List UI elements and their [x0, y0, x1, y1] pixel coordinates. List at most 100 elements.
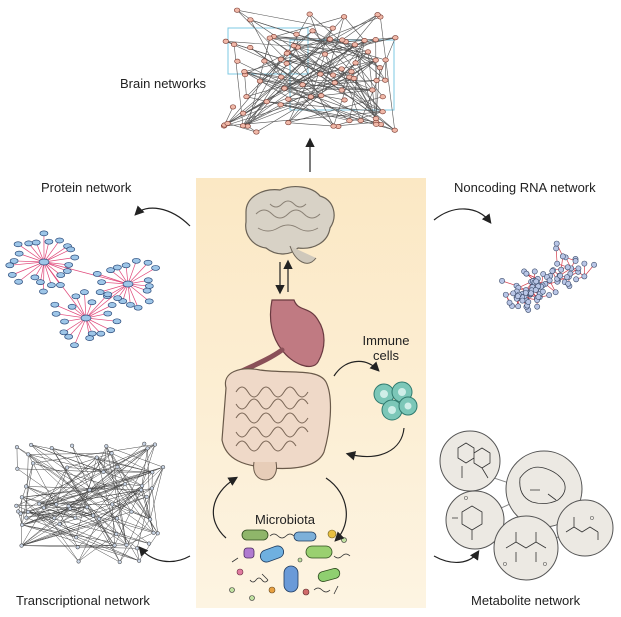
protein-network-node — [121, 262, 131, 269]
brain-network-node — [340, 14, 348, 20]
protein-network-node — [59, 329, 69, 336]
protein-network-node — [85, 335, 95, 341]
rna-network-node — [552, 289, 559, 296]
protein-network-node — [70, 342, 79, 349]
transcriptional-network-node — [115, 464, 120, 469]
transcriptional-network-node — [112, 543, 117, 548]
metabolite-structures: O O O O — [439, 430, 614, 581]
transcriptional-network-node — [20, 522, 25, 527]
brain-network-node — [373, 121, 380, 127]
transcriptional-network-node — [114, 531, 119, 537]
brain-network-node — [376, 65, 384, 71]
rna-network-node — [567, 270, 574, 277]
protein-network-node — [9, 258, 19, 264]
brain-organ — [245, 186, 335, 264]
transcriptional-network-node — [76, 559, 81, 564]
transcriptional-network-node — [151, 530, 156, 535]
brain-network-node — [307, 94, 314, 100]
transcriptional-network-node — [65, 465, 70, 470]
protein-network-node — [14, 278, 23, 285]
protein-network-node — [47, 282, 56, 288]
rna-network-node — [514, 293, 521, 300]
brain-network-node — [285, 96, 292, 102]
protein-network-node — [143, 277, 153, 284]
rna-network-node — [515, 303, 522, 310]
rna-network-node — [546, 277, 553, 284]
arrow-gut-to-microbiota — [325, 477, 347, 542]
brain-network-node — [247, 45, 254, 51]
transcriptional-network-node — [146, 541, 152, 546]
brain-network-node — [299, 82, 306, 88]
protein-network-node — [106, 267, 115, 273]
brain-network-node — [277, 102, 284, 108]
brain-network-node — [357, 118, 364, 124]
noncoding-rna-network-graph — [499, 240, 597, 313]
transcriptional-network-node — [18, 511, 23, 516]
transcriptional-network-node — [73, 515, 78, 520]
metabolite-network-label: Metabolite network — [471, 593, 581, 608]
brain-network-node — [372, 37, 379, 43]
transcriptional-network-node — [41, 505, 46, 510]
arrow-to-protein-network — [134, 205, 191, 227]
brain-network-node — [230, 41, 238, 47]
rna-network-node — [535, 294, 542, 300]
transcriptional-network-node — [117, 559, 122, 565]
protein-network-hub — [80, 314, 92, 322]
rna-network-node — [591, 261, 597, 268]
protein-network-node — [151, 265, 160, 271]
transcriptional-network-node — [144, 494, 149, 499]
protein-network-node — [30, 274, 40, 281]
protein-network-node — [103, 291, 113, 298]
protein-network-node — [24, 240, 34, 247]
immune-cells — [373, 381, 418, 421]
brain-network-node — [253, 129, 260, 135]
rna-network-node — [528, 290, 534, 297]
brain-network-node — [263, 99, 270, 105]
protein-network-node — [143, 259, 153, 266]
brain-network-node — [256, 78, 264, 84]
brain-network-node — [330, 123, 337, 129]
protein-network-node — [5, 262, 15, 269]
brain-network-node — [369, 87, 376, 93]
protein-network-node — [13, 241, 23, 248]
protein-network-node — [14, 250, 24, 257]
rna-network-node — [546, 292, 553, 298]
brain-network-node — [372, 116, 379, 122]
transcriptional-network-node — [161, 465, 166, 470]
brain-network-node — [391, 127, 398, 133]
brain-network-node — [338, 87, 345, 93]
brain-network-node — [329, 25, 336, 31]
transcriptional-network-node — [142, 441, 147, 446]
transcriptional-network-node — [148, 517, 153, 522]
protein-network-node — [144, 298, 154, 305]
transcriptional-network-node — [110, 502, 115, 507]
rna-network-node — [539, 288, 546, 295]
protein-network-node — [80, 289, 89, 295]
rna-network-node — [549, 268, 556, 274]
transcriptional-network-node — [139, 487, 144, 492]
protein-network-node — [60, 318, 69, 325]
brain-network-node — [379, 109, 386, 115]
protein-network-node — [126, 301, 135, 308]
transcriptional-network-node — [94, 455, 99, 460]
transcriptional-network-node — [87, 487, 92, 493]
brain-network-node — [331, 80, 338, 86]
protein-network-node — [96, 330, 106, 337]
protein-network-node — [71, 293, 81, 300]
protein-network-node — [70, 254, 80, 261]
protein-network-node — [64, 262, 74, 268]
protein-network-node — [56, 272, 66, 278]
brain-network-node — [241, 69, 248, 75]
transcriptional-network-graph — [14, 441, 166, 565]
protein-network-node — [55, 237, 64, 244]
brain-network-node — [233, 7, 241, 13]
transcriptional-network-node — [101, 469, 106, 474]
rna-network-node — [573, 276, 580, 283]
protein-network-node — [62, 268, 72, 274]
arrow-to-metabolite-network — [433, 550, 480, 563]
rna-network-node — [564, 264, 571, 271]
transcriptional-network-node — [97, 516, 102, 521]
rna-network-node — [564, 274, 570, 281]
transcriptional-network-node — [122, 482, 128, 487]
rna-network-node — [575, 265, 582, 272]
